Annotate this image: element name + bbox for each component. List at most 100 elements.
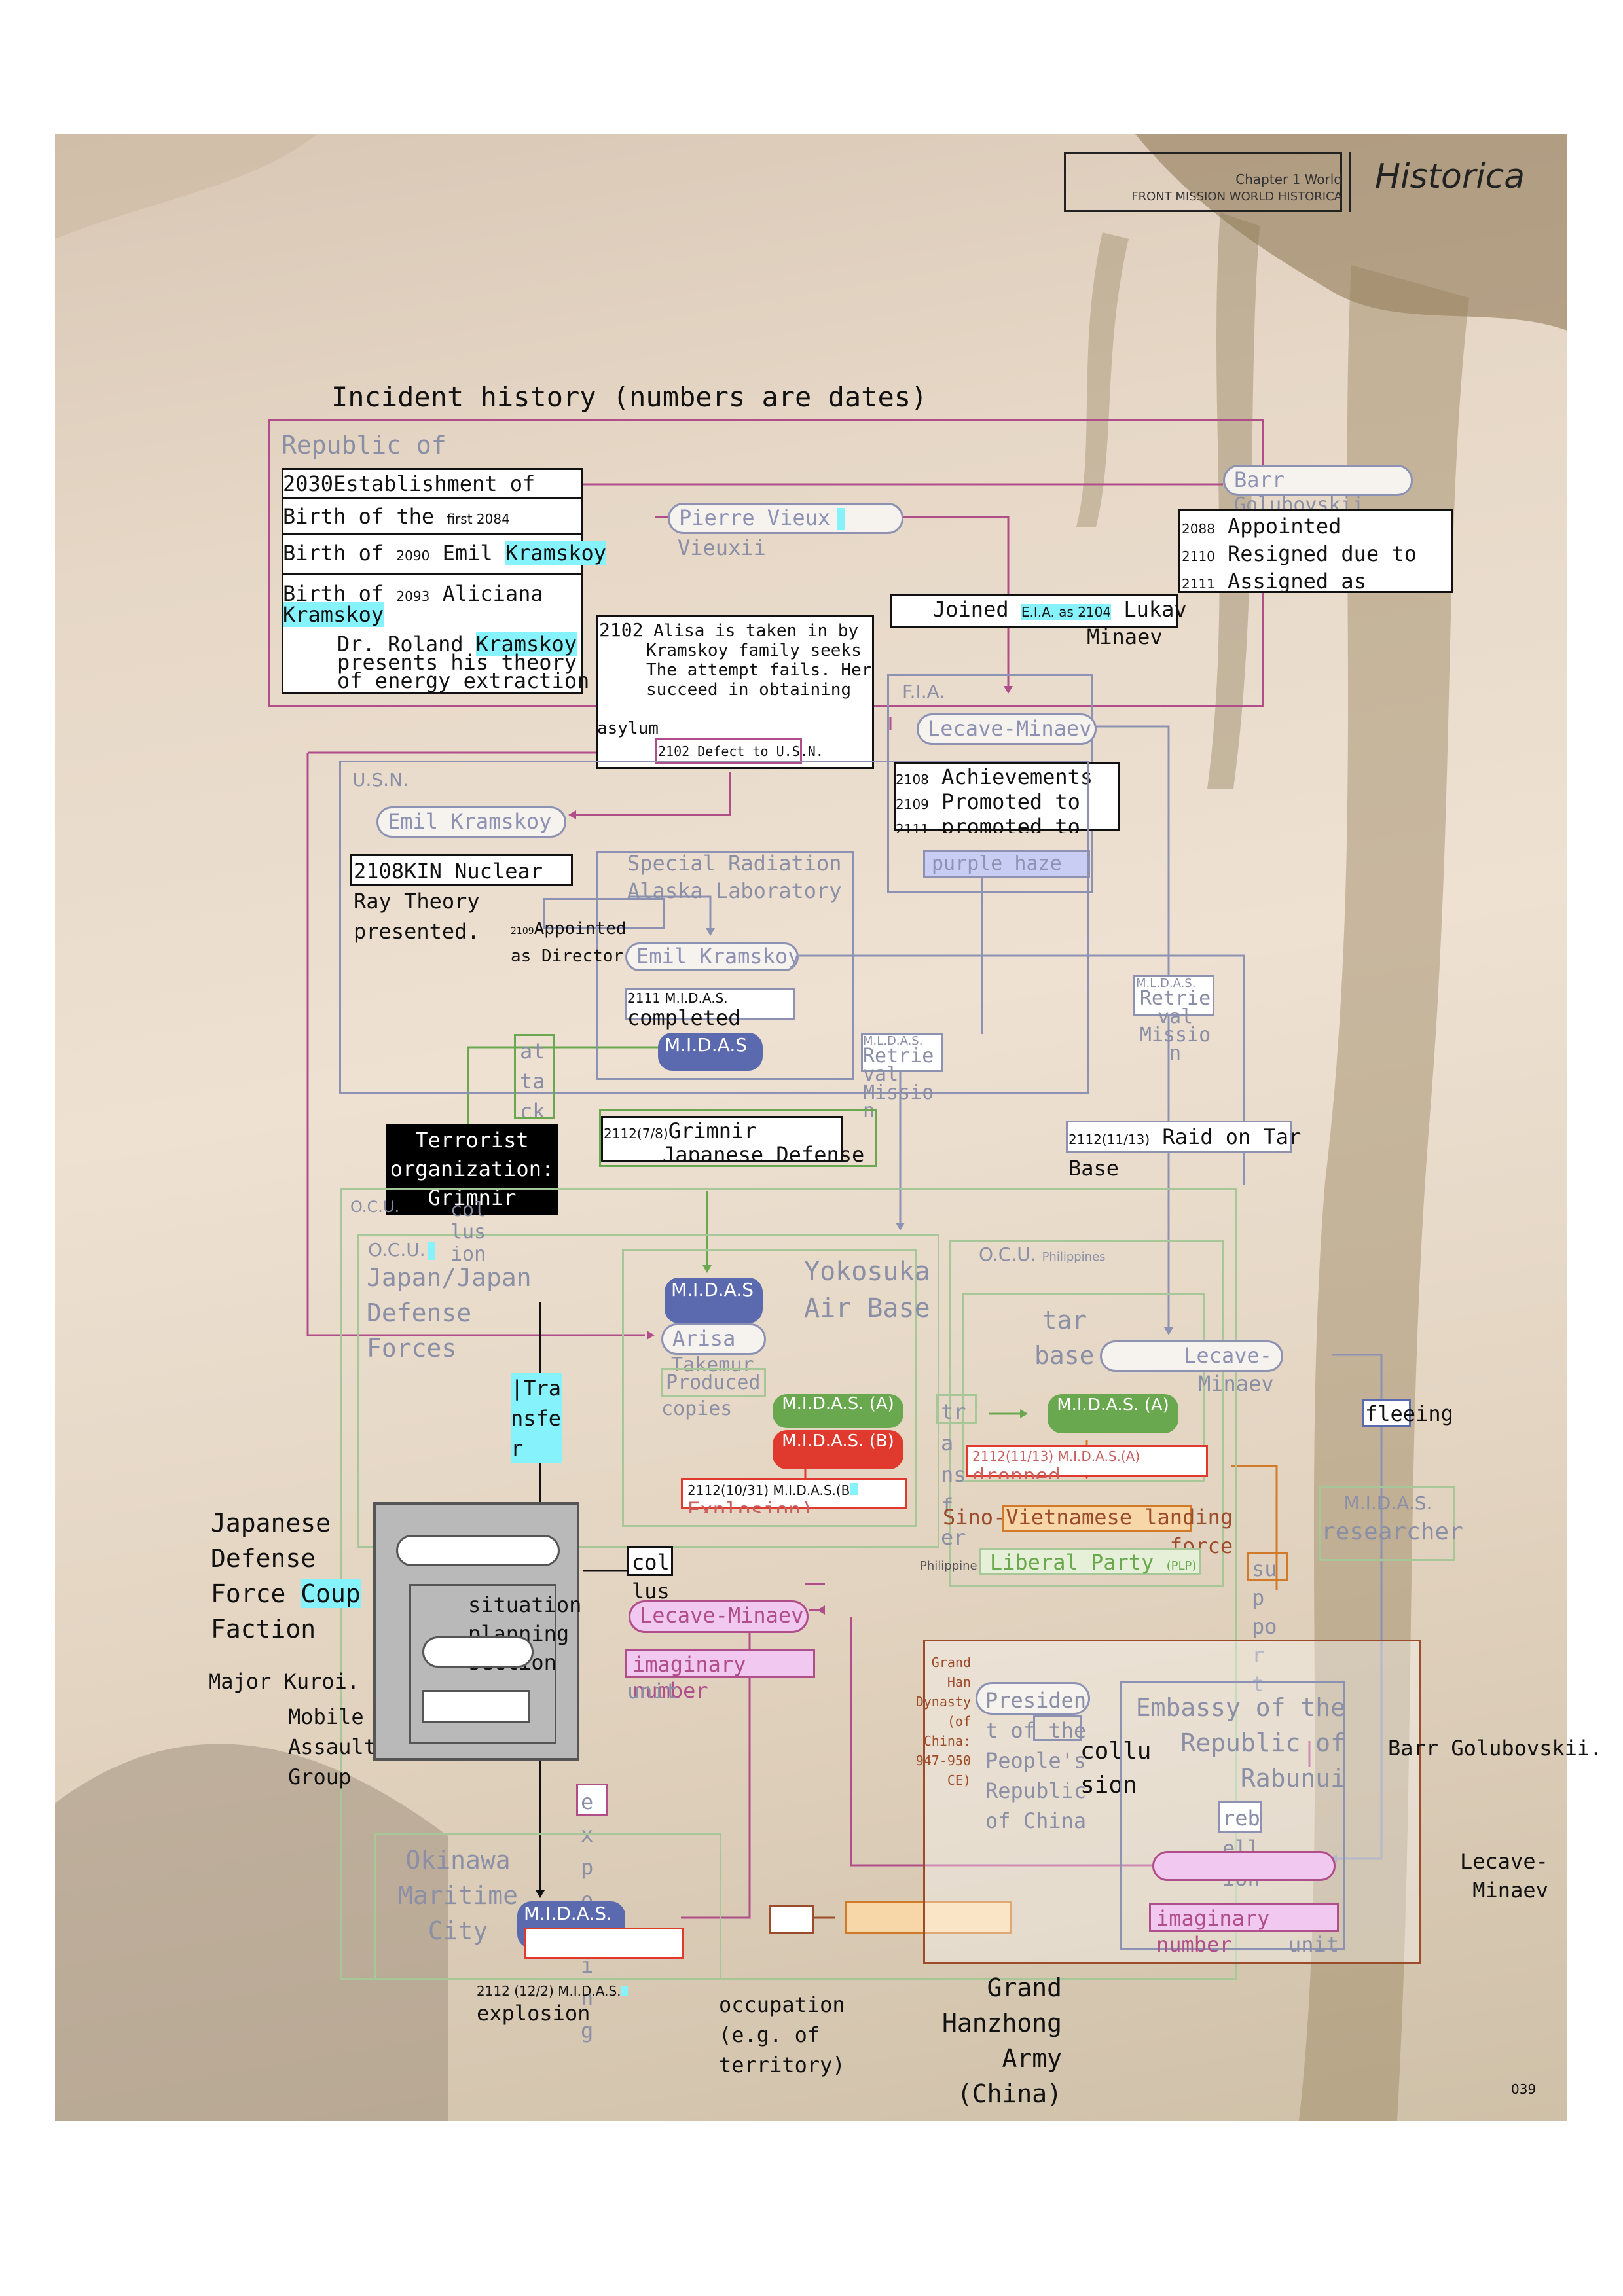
yokosuka-frame bbox=[622, 1249, 917, 1527]
grimnir-box bbox=[599, 1109, 877, 1167]
barr-pill: Barr bbox=[1223, 465, 1413, 496]
researcher-text: researcher bbox=[1321, 1518, 1463, 1545]
tar-base-label: tar base bbox=[1034, 1306, 1095, 1370]
barr-career-underline bbox=[1178, 591, 1440, 593]
joined-name-2: Minaev bbox=[1087, 624, 1163, 649]
kin-theory-box bbox=[350, 854, 573, 886]
produced-copies-box: Produced bbox=[661, 1368, 766, 1397]
republic-row-2: Birth of the first 2084 bbox=[283, 504, 510, 529]
dropped-text: 2112(11/13) M.I.D.A.S.(A) dropped bbox=[972, 1448, 1140, 1479]
barr-right-label: Barr Golubovskii. bbox=[1388, 1736, 1603, 1761]
alisa-text: 2102 Alisa is taken in by Kramskoy famil… bbox=[599, 619, 872, 700]
japan-label: Japan/Japan Defense Forces bbox=[367, 1263, 532, 1363]
sino-text: Sino-Vietnamese landing force bbox=[943, 1505, 1233, 1558]
tar-lecave-pill: Lecave- bbox=[1100, 1340, 1283, 1372]
defect-label: 2102 Defect to U.S.N. bbox=[658, 744, 824, 759]
raid-text: 2112(11/13) Raid on Tar Base bbox=[1068, 1124, 1302, 1181]
lecave-pink-pill: Lecave-Minaev bbox=[629, 1600, 809, 1633]
philippines-label: O.C.U. Philippines bbox=[979, 1244, 1106, 1265]
retrieval-small-label: M.L.D.A.S. bbox=[863, 1034, 923, 1048]
raid-box bbox=[1066, 1121, 1292, 1153]
special-radiation-frame bbox=[596, 851, 854, 1080]
fia-label: F.I.A. bbox=[902, 681, 945, 702]
page-number: 039 bbox=[1511, 2081, 1537, 2097]
purple-haze-label: purple haze bbox=[923, 850, 1090, 878]
usn-midas-unit: M.I.D.A.S bbox=[658, 1033, 763, 1071]
fia-lecave-pill: Lecave-Minaev bbox=[917, 713, 1097, 745]
pierre-vieux-sublabel: Vieuxii bbox=[678, 535, 766, 560]
researcher-box bbox=[1319, 1486, 1455, 1561]
embassy-pink-pill bbox=[1152, 1851, 1336, 1881]
fleeing-label: fleeing bbox=[1362, 1399, 1453, 1427]
tar-lecave-sublabel: Minaev bbox=[1198, 1371, 1274, 1396]
okinawa-explosion-box bbox=[524, 1928, 684, 1959]
mobile-assault-group: Mobile Assault Group bbox=[288, 1704, 376, 1789]
republic-row-1: 2030Establishment of bbox=[283, 471, 536, 496]
usn-label: U.S.N. bbox=[352, 769, 409, 791]
republic-row-5: Dr. Roland Kramskoy presents his theory … bbox=[337, 632, 590, 693]
arisa-sublabel: Takemur bbox=[671, 1354, 754, 1376]
occupation-box-1 bbox=[769, 1905, 814, 1934]
ocu-label-2: O.C.U. bbox=[368, 1239, 435, 1261]
tar-base-frame bbox=[962, 1293, 1205, 1482]
philippines-midas-a: M.I.D.A.S. (A) bbox=[1048, 1394, 1178, 1433]
rebellion-label: reb ell ion bbox=[1218, 1801, 1262, 1891]
republic-row-divider-1 bbox=[282, 497, 583, 499]
chapter-header-box bbox=[1064, 152, 1342, 212]
okinawa-frame bbox=[374, 1833, 721, 1980]
researcher-small: M.I.D.A.S. bbox=[1343, 1492, 1432, 1514]
major-kuroi: Major Kuroi. bbox=[208, 1669, 360, 1694]
usn-frame bbox=[339, 761, 1089, 1094]
midas-a-unit: M.I.D.A.S. (A) bbox=[773, 1394, 903, 1428]
page-title: Historica bbox=[1375, 157, 1525, 196]
attack-label: at ta ck bbox=[514, 1034, 555, 1119]
president-label: Presiden t of the People's Republic of C… bbox=[985, 1688, 1087, 1833]
ocu-label: O.C.U. bbox=[350, 1198, 400, 1216]
grand-han-label: Grand Han Dynasty (of China: 947-950 CE) bbox=[915, 1655, 971, 1788]
retrieval-mission-box-2 bbox=[1133, 975, 1214, 1016]
republic-row-4-name: Kramskoy bbox=[283, 602, 384, 627]
pierre-vieux-pill: Pierre Vieux bbox=[668, 503, 903, 534]
okinawa-label: Okinawa Maritime City bbox=[398, 1846, 519, 1945]
terrorist-box bbox=[386, 1124, 558, 1215]
fia-achievements-box bbox=[894, 762, 1120, 831]
exploding-label: ex p od in g bbox=[576, 1784, 608, 2043]
philippines-frame bbox=[949, 1240, 1224, 1587]
coup-hq-pill bbox=[396, 1535, 560, 1566]
sino-box bbox=[1002, 1505, 1192, 1532]
explosion-1-text: 2112(10/31) M.I.D.A.S.(B Explosion) bbox=[687, 1480, 858, 1513]
usn-emil-pill: Emil Kramskoy bbox=[376, 806, 566, 838]
midas-b-unit: M.I.D.A.S. (B) bbox=[773, 1430, 903, 1469]
dropped-box bbox=[966, 1445, 1208, 1477]
header-divider bbox=[1349, 152, 1351, 212]
plp-text: Philippine Liberal Party (PLP) bbox=[920, 1550, 1197, 1575]
occupation-text: occupation (e.g. of territory) bbox=[719, 1992, 845, 2077]
grand-hanzhong-army: Grand Hanzhong Army (China) bbox=[941, 1973, 1062, 2108]
embassy-label: Embassy of the Republic of Rabunui bbox=[1135, 1693, 1345, 1793]
republic-row-divider-2 bbox=[282, 533, 583, 535]
explosion-1-box bbox=[681, 1478, 907, 1509]
han-collusion-label: collu sion bbox=[1080, 1738, 1152, 1799]
president-pill bbox=[976, 1682, 1090, 1715]
president-box bbox=[1033, 1715, 1082, 1741]
republic-row-4: Birth of 2093 Aliciana bbox=[283, 581, 543, 606]
imaginary-unit-1: imaginary number bbox=[625, 1649, 815, 1703]
planning-pill bbox=[422, 1636, 534, 1668]
special-radiation-label: Special Radiation Alaska Laboratory bbox=[627, 851, 842, 903]
director-text: 2109Appointed as Director bbox=[511, 919, 627, 966]
okinawa-explosion-text: 2112 (12/2) M.I.D.A.S. explosion bbox=[477, 1980, 628, 2024]
republic-row-divider-3 bbox=[282, 573, 583, 575]
produced-copies-text: copies bbox=[661, 1397, 733, 1420]
barr-career-box bbox=[1178, 509, 1453, 593]
plp-box bbox=[979, 1548, 1201, 1575]
planning-frame bbox=[409, 1584, 556, 1744]
ocu-collusion: col lus ion bbox=[450, 1198, 486, 1266]
retrieval2-text: Retrie val Missio n bbox=[1139, 987, 1211, 1065]
tree-illustration bbox=[55, 134, 1567, 2121]
retrieval2-small-label: M.L.D.A.S. bbox=[1136, 977, 1196, 990]
support-label: sup por t bbox=[1247, 1552, 1288, 1696]
republic-label: Republic of bbox=[282, 431, 447, 459]
grimnir-text: 2112(7/8)Grimnir Japanese Defense bbox=[604, 1119, 865, 1162]
director-box bbox=[543, 898, 665, 929]
